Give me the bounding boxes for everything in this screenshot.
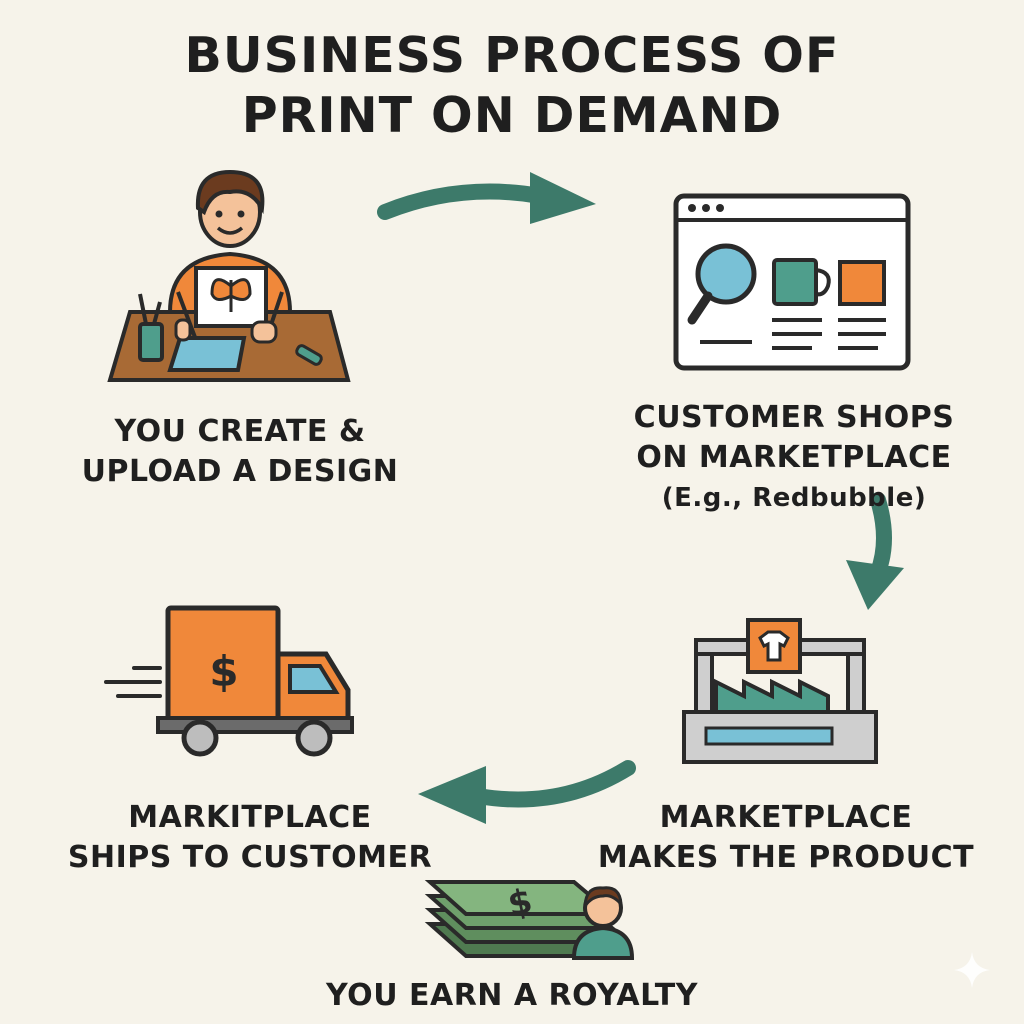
step-make-label: MARKETPLACE MAKES THE PRODUCT — [586, 798, 986, 878]
title-line-2: PRINT ON DEMAND — [241, 87, 783, 144]
step-shop-line-1: CUSTOMER SHOPS — [633, 400, 955, 435]
step-create-label: YOU CREATE & UPLOAD A DESIGN — [60, 412, 420, 492]
step-royalty-line-1: YOU EARN A ROYALTY — [326, 978, 698, 1013]
designer-icon — [107, 169, 351, 382]
step-shop-label: CUSTOMER SHOPS ON MARKETPLACE (E.g., Red… — [604, 398, 984, 518]
step-make-line-2: MAKES THE PRODUCT — [597, 840, 975, 875]
marketplace-browser-icon — [673, 193, 911, 371]
title-line-1: BUSINESS PROCESS OF — [184, 27, 840, 84]
step-ship-label: MARKITPLACE SHIPS TO CUSTOMER — [40, 798, 460, 878]
factory-machine-icon — [682, 618, 878, 764]
step-shop-line-3: (E.g., Redbubble) — [661, 483, 927, 513]
cash-stack-icon: $ — [424, 880, 618, 958]
delivery-truck-icon: $ — [104, 605, 354, 757]
step-create-line-2: UPLOAD A DESIGN — [81, 454, 399, 489]
step-ship-line-1: MARKITPLACE — [128, 800, 372, 835]
step-make-line-1: MARKETPLACE — [659, 800, 913, 835]
step-create-line-1: YOU CREATE & — [114, 414, 366, 449]
step-ship-line-2: SHIPS TO CUSTOMER — [67, 840, 433, 875]
truck-dollar-symbol: $ — [209, 647, 238, 696]
person-icon — [571, 886, 635, 960]
step-royalty-label: YOU EARN A ROYALTY — [262, 976, 762, 1016]
page-title: BUSINESS PROCESS OF PRINT ON DEMAND — [0, 26, 1024, 146]
step-shop-line-2: ON MARKETPLACE — [636, 440, 952, 475]
sparkle-icon — [954, 952, 990, 988]
